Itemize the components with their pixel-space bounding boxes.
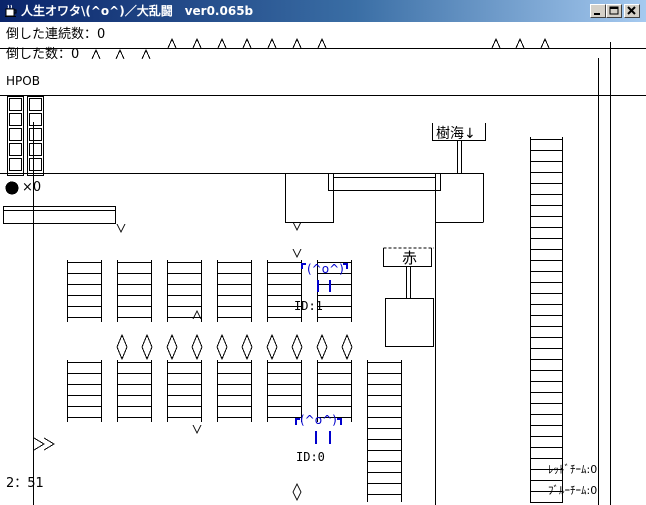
title-bar[interactable]: 人生オワタ\(^o^)／大乱闘 ver0.065b <box>0 0 646 22</box>
hp-label: HPOB <box>6 74 40 88</box>
match-timer: 2：51 <box>6 476 44 491</box>
minimize-icon <box>594 13 600 15</box>
bomb-count: ×0 <box>22 180 42 195</box>
ladder <box>217 360 252 422</box>
ladder <box>267 360 302 422</box>
arrow-markers <box>33 221 302 502</box>
player-2 <box>295 418 342 444</box>
close-icon <box>627 6 636 15</box>
maximize-button[interactable] <box>606 4 622 18</box>
close-button[interactable] <box>624 4 640 18</box>
game-scene: (^o^) (^o^) <box>0 37 646 505</box>
player-2-id: ID:0 <box>296 450 325 464</box>
combo-value: 0 <box>97 27 106 42</box>
combo-label: 倒した連続数： <box>6 27 98 42</box>
ladder <box>317 360 352 422</box>
coffee-cup-icon <box>5 4 17 17</box>
ladder <box>367 360 402 502</box>
hp-gauge <box>7 96 44 176</box>
ladder <box>167 360 202 422</box>
level-frame <box>0 42 646 505</box>
red-team-score: ﾚｯﾄﾞﾁｰﾑ:0 <box>548 463 598 476</box>
ladders <box>67 137 563 503</box>
ladder <box>167 260 202 322</box>
combo-counter: 倒した連続数：0 <box>6 28 105 42</box>
ladder <box>117 260 152 322</box>
game-area[interactable]: (^o^) (^o^) 倒した連続数：0 倒した数：0 HPOB ×0 2：51… <box>0 22 646 505</box>
minimize-button[interactable] <box>590 4 606 18</box>
forest-signpost <box>432 123 486 173</box>
ladder <box>117 360 152 422</box>
diamond-row <box>116 333 353 361</box>
platforms <box>0 173 484 505</box>
red-base-label: 赤 <box>402 249 418 267</box>
window-title: 人生オワタ\(^o^)／大乱闘 ver0.065b <box>21 4 254 18</box>
kills-label: 倒した数： <box>6 47 72 62</box>
kills-value: 0 <box>71 47 80 62</box>
player-1-face: (^o^) <box>307 262 344 276</box>
forest-sign-label: 樹海↓ <box>436 126 476 142</box>
kills-counter: 倒した数：0 <box>6 48 79 62</box>
maximize-icon <box>609 6 619 15</box>
blue-team-score: ﾌﾞﾙｰﾁｰﾑ:0 <box>548 484 598 497</box>
player-1 <box>301 263 348 292</box>
bomb-icon <box>5 181 19 195</box>
player-2-face: (^o^) <box>300 413 337 427</box>
ladder <box>530 137 563 503</box>
player-1-id: ID:1 <box>294 299 323 313</box>
ladder <box>67 260 102 322</box>
ladder <box>217 260 252 322</box>
ladder <box>267 260 302 322</box>
ladder <box>67 360 102 422</box>
red-base-sign <box>383 247 434 347</box>
spike-row <box>91 37 550 60</box>
